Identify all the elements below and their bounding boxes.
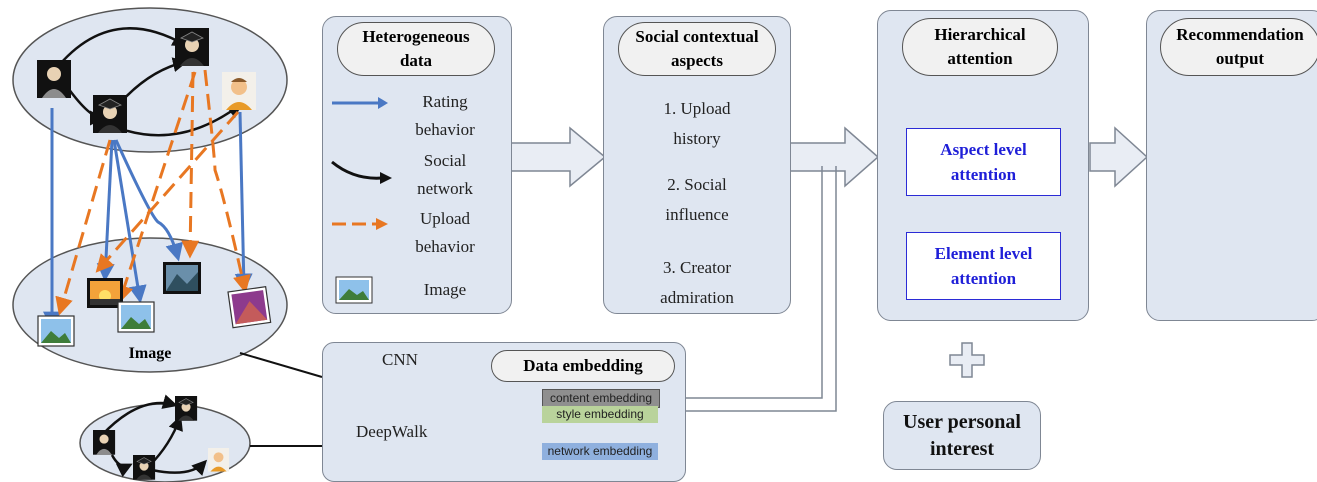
- aspect-upload-history: 1. Upload history: [663, 99, 731, 148]
- upload-behavior-label: Upload behavior: [415, 209, 475, 256]
- user-node-icon: [92, 94, 128, 134]
- user-node-icon: [37, 60, 71, 98]
- aspect-level-attention-box: Aspect level attention: [906, 128, 1061, 196]
- heterogeneous-data-title: Heterogeneous data: [337, 22, 495, 76]
- social-legend-arrow: [331, 160, 392, 184]
- deepwalk-label: DeepWalk: [356, 422, 428, 441]
- image-node-icon: [163, 262, 201, 294]
- upload-legend-arrow: [332, 218, 388, 230]
- cnn-label: CNN: [382, 350, 418, 369]
- recommendation-output-title: Recommendation output: [1160, 18, 1317, 76]
- rating-legend-arrow: [332, 97, 388, 109]
- style-embedding-bar: style embedding: [542, 406, 658, 423]
- aspect-social-influence: 2. Social influence: [665, 175, 729, 224]
- social-network-label: Social network: [417, 151, 473, 198]
- user-node-icon: [222, 72, 256, 110]
- hierarchical-attention-title: Hierarchical attention: [902, 18, 1058, 76]
- image-node-icon: [227, 286, 272, 329]
- rating-behavior-label: Rating behavior: [415, 92, 475, 139]
- image-node-icon: [87, 278, 123, 308]
- image-set-label: Image: [129, 345, 172, 362]
- element-level-attention-box: Element level attention: [906, 232, 1061, 300]
- image-node-icon: [37, 315, 75, 347]
- user-personal-interest-box: User personal interest: [883, 401, 1041, 470]
- social-graph: [12, 7, 288, 373]
- user-node-icon: [174, 27, 210, 67]
- social-contextual-title: Social contextual aspects: [618, 22, 776, 76]
- network-embedding-bar: network embedding: [542, 443, 658, 460]
- image-legend-icon: [335, 276, 373, 304]
- embedding-feedback-lines: [686, 166, 837, 412]
- small-social-graph: [79, 394, 251, 482]
- image-node-icon: [117, 301, 155, 333]
- aspect-creator-admiration: 3. Creator admiration: [660, 258, 734, 307]
- data-embedding-title: Data embedding: [491, 350, 675, 382]
- image-legend-label: Image: [423, 280, 467, 299]
